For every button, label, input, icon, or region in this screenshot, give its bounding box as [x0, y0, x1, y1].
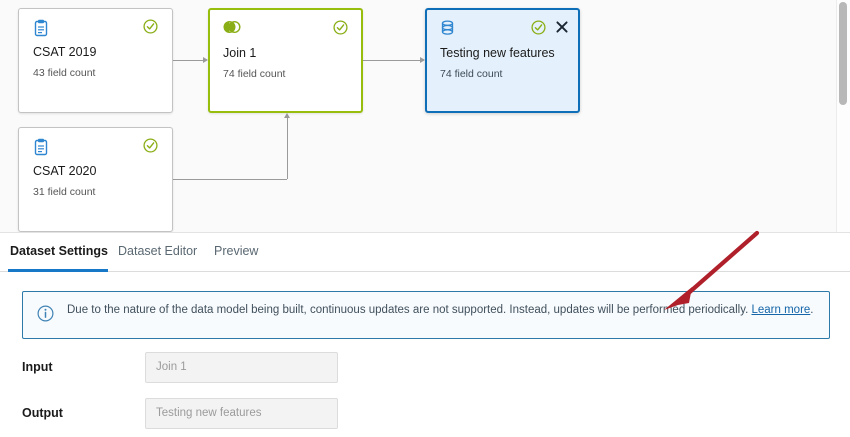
- pipeline-canvas-inner: CSAT 2019 43 field count: [18, 8, 580, 232]
- pipeline-node-join-1[interactable]: Join 1 74 field count: [208, 8, 363, 113]
- connector-arrowhead-testing-left: [420, 56, 425, 63]
- check-circle-icon: [333, 20, 348, 40]
- database-icon: [440, 20, 455, 42]
- node-title: CSAT 2020: [33, 164, 97, 178]
- node-header: [210, 10, 361, 44]
- pipeline-node-testing-new-features[interactable]: Testing new features 74 field count: [425, 8, 580, 113]
- pipeline-node-csat-2020[interactable]: CSAT 2020 31 field count: [18, 127, 173, 232]
- panel-tab-bar: Dataset Settings Dataset Editor Preview: [0, 234, 850, 272]
- node-field-count: 74 field count: [223, 68, 286, 80]
- info-circle-icon: [37, 305, 54, 327]
- pipeline-canvas[interactable]: CSAT 2019 43 field count: [0, 0, 850, 233]
- node-title: Testing new features: [440, 46, 555, 60]
- pipeline-node-csat-2019[interactable]: CSAT 2019 43 field count: [18, 8, 173, 113]
- connector-csat2020-vertical: [287, 118, 288, 179]
- node-header: [427, 10, 578, 44]
- clipboard-icon: [33, 138, 49, 161]
- connector-csat2020-horizontal: [173, 179, 287, 180]
- node-header: [19, 9, 172, 43]
- check-circle-icon: [143, 138, 158, 158]
- tab-dataset-editor[interactable]: Dataset Editor: [118, 244, 198, 258]
- output-field[interactable]: Testing new features: [145, 398, 338, 429]
- clipboard-icon: [33, 19, 49, 42]
- node-title: Join 1: [223, 46, 257, 60]
- close-icon[interactable]: [555, 20, 569, 39]
- dataset-settings-panel: Due to the nature of the data model bein…: [0, 272, 850, 437]
- output-label: Output: [22, 406, 63, 420]
- input-field-value: Join 1: [156, 361, 187, 373]
- vertical-scrollbar-track[interactable]: [836, 0, 850, 232]
- check-circle-icon: [143, 19, 158, 39]
- learn-more-link[interactable]: Learn more: [751, 304, 811, 316]
- node-title: CSAT 2019: [33, 45, 97, 59]
- connector-arrowhead-join1-left: [203, 56, 208, 63]
- info-banner-text: Due to the nature of the data model bein…: [67, 302, 815, 319]
- info-banner: Due to the nature of the data model bein…: [22, 291, 830, 339]
- node-field-count: 43 field count: [33, 67, 96, 79]
- connector-csat2019-to-join1: [173, 60, 203, 61]
- input-field[interactable]: Join 1: [145, 352, 338, 383]
- tab-preview[interactable]: Preview: [214, 244, 259, 258]
- node-field-count: 31 field count: [33, 186, 96, 198]
- info-banner-text-before: Due to the nature of the data model bein…: [67, 304, 752, 316]
- connector-arrowhead-join1-bottom: [283, 113, 290, 118]
- input-label: Input: [22, 360, 53, 374]
- join-venn-icon: [223, 20, 241, 39]
- vertical-scrollbar-thumb[interactable]: [839, 2, 847, 105]
- check-circle-icon: [531, 20, 546, 40]
- info-banner-text-after: .: [810, 304, 814, 316]
- tab-dataset-settings[interactable]: Dataset Settings: [10, 244, 108, 258]
- connector-join1-to-testing: [363, 60, 420, 61]
- node-field-count: 74 field count: [440, 68, 503, 80]
- node-header: [19, 128, 172, 162]
- output-field-value: Testing new features: [156, 407, 262, 419]
- active-tab-indicator: [8, 269, 108, 272]
